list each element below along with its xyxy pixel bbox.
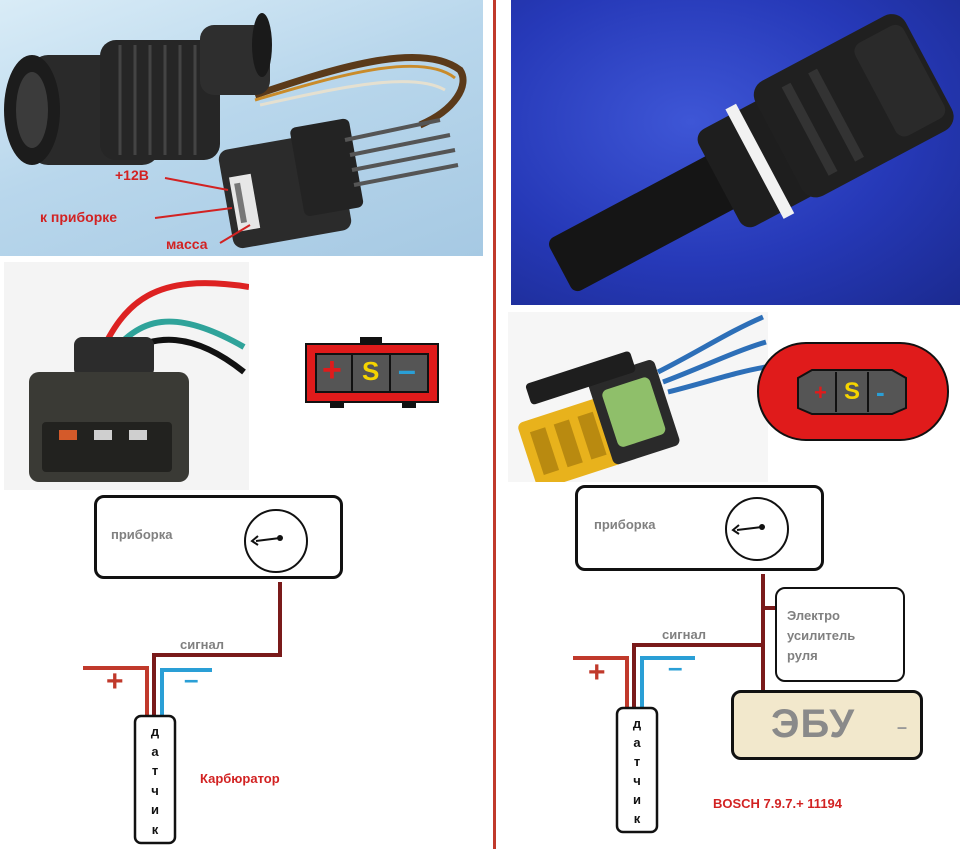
pinout-left-signal: S bbox=[362, 356, 380, 386]
caption-left: Карбюратор bbox=[200, 771, 280, 786]
sensor-letter: к bbox=[151, 821, 159, 837]
sensor-letter: к bbox=[633, 811, 641, 826]
sensor-letter: ч bbox=[151, 782, 159, 798]
connector-photo-right bbox=[508, 312, 768, 482]
sensor-letter: т bbox=[151, 763, 159, 778]
speed-sensor-photo-right bbox=[511, 0, 960, 305]
eps-label: Электро усилитель руля bbox=[787, 606, 855, 666]
ecu-box bbox=[731, 690, 923, 760]
sensor-letter: и bbox=[633, 792, 641, 807]
sensor-letter: д bbox=[150, 724, 160, 739]
connector-illustration-left bbox=[29, 280, 249, 482]
signal-label-left: сигнал bbox=[180, 637, 224, 652]
ecu-minus: – bbox=[897, 717, 908, 737]
sensor-illustration bbox=[4, 13, 467, 249]
pinout-right-minus: - bbox=[876, 377, 885, 407]
pinout-right-signal: S bbox=[844, 378, 861, 405]
speed-sensor-photo-left: +12В к приборке масса bbox=[0, 0, 483, 256]
label-ground: масса bbox=[166, 236, 208, 252]
plus-label-right: + bbox=[588, 656, 606, 689]
signal-label-right: сигнал bbox=[662, 627, 706, 642]
center-divider bbox=[493, 0, 496, 849]
sensor-label-right: д а т ч и к bbox=[617, 714, 657, 828]
sensor-letter: а bbox=[151, 743, 159, 759]
eps-label-line: усилитель bbox=[787, 628, 856, 643]
minus-label-right: – bbox=[668, 652, 683, 682]
eps-label-line: руля bbox=[787, 648, 818, 663]
plus-label-left: + bbox=[106, 665, 124, 698]
sensor-letter: д bbox=[632, 716, 642, 731]
dashboard-label-right: приборка bbox=[594, 517, 656, 532]
eps-box bbox=[775, 587, 905, 682]
pinout-left-minus: – bbox=[398, 352, 416, 388]
sensor-letter: ч bbox=[633, 773, 641, 788]
sensor-letter: а bbox=[633, 735, 641, 750]
ecu-label: ЭБУ bbox=[771, 702, 856, 746]
hall-sensor-illustration bbox=[549, 14, 954, 292]
label-to-dashboard: к приборке bbox=[40, 209, 118, 225]
connector-photo-left bbox=[4, 262, 249, 490]
label-plus12: +12В bbox=[115, 167, 149, 183]
eps-label-line: Электро bbox=[787, 608, 840, 623]
connector-illustration-right bbox=[518, 314, 767, 482]
sensor-label-left: д а т ч и к bbox=[135, 722, 175, 839]
caption-right: BOSCH 7.9.7.+ 11194 bbox=[713, 796, 843, 811]
sensor-letter: и bbox=[151, 802, 159, 817]
dashboard-label-left: приборка bbox=[111, 527, 173, 542]
minus-label-left: – bbox=[184, 664, 199, 694]
sensor-letter: т bbox=[633, 754, 641, 769]
pinout-left-plus: + bbox=[322, 351, 342, 389]
pinout-right-plus: + bbox=[814, 380, 827, 405]
